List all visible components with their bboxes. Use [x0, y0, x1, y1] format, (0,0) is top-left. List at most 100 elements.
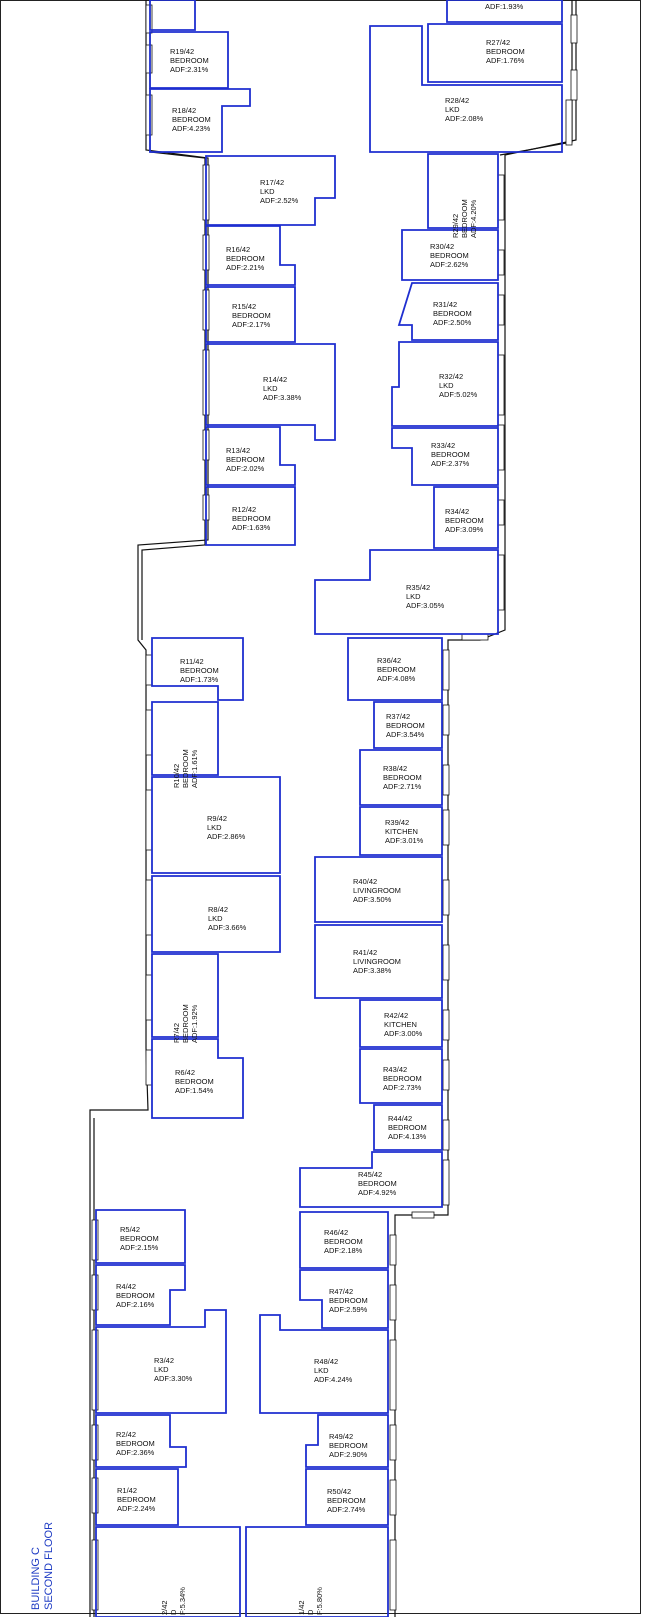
- room-id: R7/42: [172, 1022, 181, 1043]
- room-type: BEDROOM: [388, 1123, 427, 1132]
- partial-room-label-bottom-left: 2/42 D F:5.34%: [160, 1587, 187, 1615]
- room-id: R28/42: [445, 96, 470, 105]
- room-id: R9/42: [207, 814, 228, 823]
- room-adf: ADF:2.73%: [383, 1083, 422, 1092]
- room-id: R15/42: [232, 302, 257, 311]
- room-adf: ADF:1.54%: [175, 1086, 214, 1095]
- room-adf: F:5.80%: [315, 1587, 324, 1615]
- room-type: BEDROOM: [329, 1441, 368, 1450]
- room-type: BEDROOM: [386, 721, 425, 730]
- room-type: BEDROOM: [460, 199, 469, 238]
- room-adf: ADF:2.62%: [430, 260, 469, 269]
- room-id: R12/42: [232, 505, 257, 514]
- room-id: R10/42: [172, 763, 181, 788]
- partial-room-label-bottom-right: 1/42 D F:5.80%: [297, 1587, 324, 1615]
- room-type: KITCHEN: [384, 1020, 417, 1029]
- room-type: LKD: [263, 384, 278, 393]
- room-id: R41/42: [353, 948, 378, 957]
- room-type: LKD: [208, 914, 223, 923]
- room-id: R13/42: [226, 446, 251, 455]
- room-adf: ADF:2.90%: [329, 1450, 368, 1459]
- room-type: BEDROOM: [120, 1234, 159, 1243]
- room-adf: ADF:3.54%: [386, 730, 425, 739]
- room-id: R40/42: [353, 877, 378, 886]
- room-adf: ADF:2.15%: [120, 1243, 159, 1252]
- room-id: R36/42: [377, 656, 402, 665]
- room-adf: ADF:1.73%: [180, 675, 219, 684]
- room-adf: ADF:2.37%: [431, 459, 470, 468]
- room-type: BEDROOM: [433, 309, 472, 318]
- room-type: BEDROOM: [329, 1296, 368, 1305]
- room-type: BEDROOM: [181, 749, 190, 788]
- partial-room-label-top: ADF:1.93%: [485, 2, 523, 11]
- room-type: BEDROOM: [226, 254, 265, 263]
- sheet-caption: BUILDING C SECOND FLOOR: [30, 1522, 56, 1610]
- room-adf: ADF:2.18%: [324, 1246, 363, 1255]
- room-type: LKD: [154, 1365, 169, 1374]
- room-type: KITCHEN: [385, 827, 418, 836]
- room-adf: ADF:2.21%: [226, 263, 265, 272]
- room-type: D: [169, 1609, 178, 1615]
- floor-name: SECOND FLOOR: [43, 1521, 55, 1610]
- room-adf: ADF:3.50%: [353, 895, 392, 904]
- room-id: R30/42: [430, 242, 455, 251]
- room-type: BEDROOM: [431, 450, 470, 459]
- room-id: R31/42: [433, 300, 458, 309]
- room-id: R47/42: [329, 1287, 354, 1296]
- room-type: BEDROOM: [117, 1495, 156, 1504]
- room-id: R4/42: [116, 1282, 137, 1291]
- room-adf: F:5.34%: [178, 1587, 187, 1615]
- room-adf: ADF:1.61%: [190, 749, 199, 788]
- room-type: BEDROOM: [226, 455, 265, 464]
- room-id: 1/42: [297, 1600, 306, 1615]
- room-type: BEDROOM: [324, 1237, 363, 1246]
- room-id: R46/42: [324, 1228, 349, 1237]
- room-type: LKD: [406, 592, 421, 601]
- room-type: LIVINGROOM: [353, 957, 401, 966]
- room-adf: ADF:3.09%: [445, 525, 484, 534]
- room-id: R45/42: [358, 1170, 383, 1179]
- room-type: LKD: [445, 105, 460, 114]
- room-type: LIVINGROOM: [353, 886, 401, 895]
- room-adf: ADF:1.63%: [232, 523, 271, 532]
- room-adf: ADF:3.05%: [406, 601, 445, 610]
- room-id: R33/42: [431, 441, 456, 450]
- room-type: BEDROOM: [383, 773, 422, 782]
- room-adf: ADF:2.17%: [232, 320, 271, 329]
- room-adf: ADF:2.86%: [207, 832, 246, 841]
- room-adf: ADF:2.36%: [116, 1448, 155, 1457]
- room-adf: ADF:2.16%: [116, 1300, 155, 1309]
- room-id: R1/42: [117, 1486, 138, 1495]
- room-adf: ADF:5.02%: [439, 390, 478, 399]
- room-type: D: [306, 1609, 315, 1615]
- room-adf: ADF:2.71%: [383, 782, 422, 791]
- room-adf: ADF:2.52%: [260, 196, 299, 205]
- room-type: BEDROOM: [170, 56, 209, 65]
- room-adf: ADF:3.38%: [263, 393, 302, 402]
- room-id: R8/42: [208, 905, 229, 914]
- room-type: BEDROOM: [232, 311, 271, 320]
- room-type: BEDROOM: [327, 1496, 366, 1505]
- room-type: LKD: [260, 187, 275, 196]
